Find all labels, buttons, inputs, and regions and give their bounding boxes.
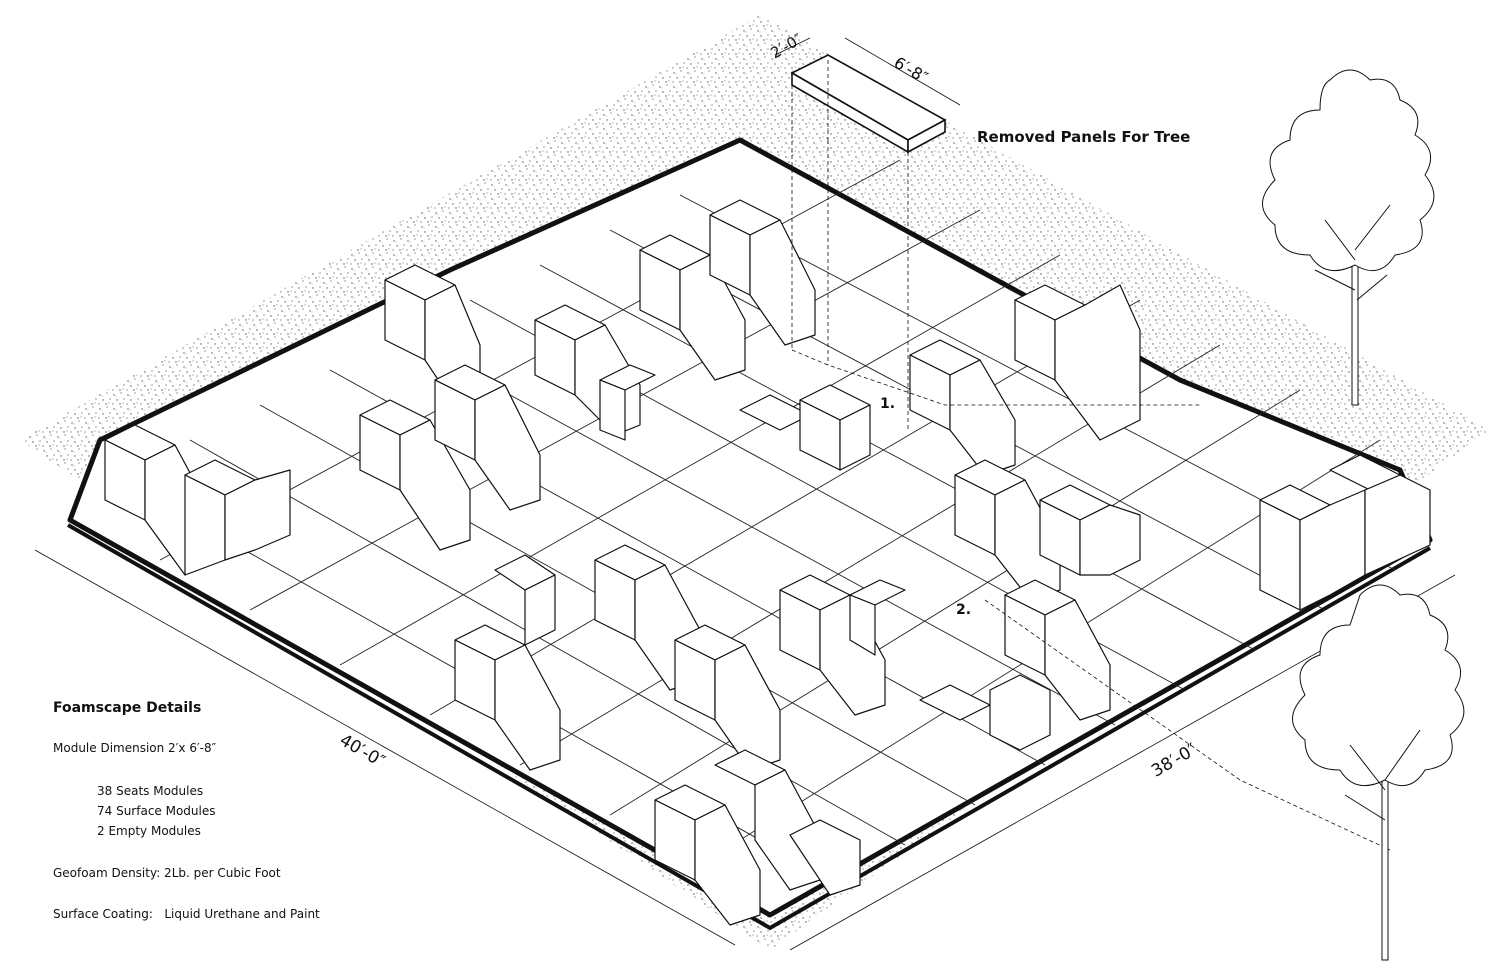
marker-2: 2. bbox=[956, 602, 971, 618]
seat-module bbox=[654, 749, 861, 926]
seat-module bbox=[384, 264, 481, 406]
seat-modules bbox=[104, 199, 1431, 926]
seat-module bbox=[594, 544, 781, 771]
seat-module bbox=[909, 284, 1141, 476]
coating: Surface Coating: Liquid Urethane and Pai… bbox=[53, 907, 320, 921]
removed-panel bbox=[774, 37, 1200, 430]
seat-module bbox=[1259, 454, 1431, 611]
seat-module bbox=[739, 384, 871, 471]
seat-module bbox=[639, 199, 816, 381]
empty-count: 2 Empty Modules bbox=[97, 824, 201, 838]
seat-module bbox=[359, 364, 541, 551]
platform-base-edge bbox=[67, 523, 1431, 931]
details-title: Foamscape Details bbox=[53, 700, 201, 716]
module-dimension: Module Dimension 2′x 6′-8″ bbox=[53, 741, 217, 755]
dim-right: 38′-0″ bbox=[1148, 740, 1200, 782]
tree-icon bbox=[1262, 69, 1435, 406]
seat-module bbox=[954, 459, 1141, 601]
seat-module bbox=[919, 579, 1111, 751]
seat-module bbox=[104, 424, 291, 576]
dim-left: 40′-0″ bbox=[336, 730, 388, 772]
seat-module bbox=[454, 554, 561, 771]
surface-count: 74 Surface Modules bbox=[97, 804, 216, 818]
marker-1: 1. bbox=[880, 396, 895, 412]
seat-module bbox=[779, 574, 906, 716]
panel-length-dim: 6′-8″ bbox=[891, 53, 931, 87]
density: Geofoam Density: 2Lb. per Cubic Foot bbox=[53, 866, 281, 880]
removed-panels-title: Removed Panels For Tree bbox=[977, 128, 1190, 146]
tree-icon bbox=[1292, 584, 1465, 961]
seats-count: 38 Seats Modules bbox=[97, 784, 203, 798]
seat-module bbox=[534, 304, 656, 441]
